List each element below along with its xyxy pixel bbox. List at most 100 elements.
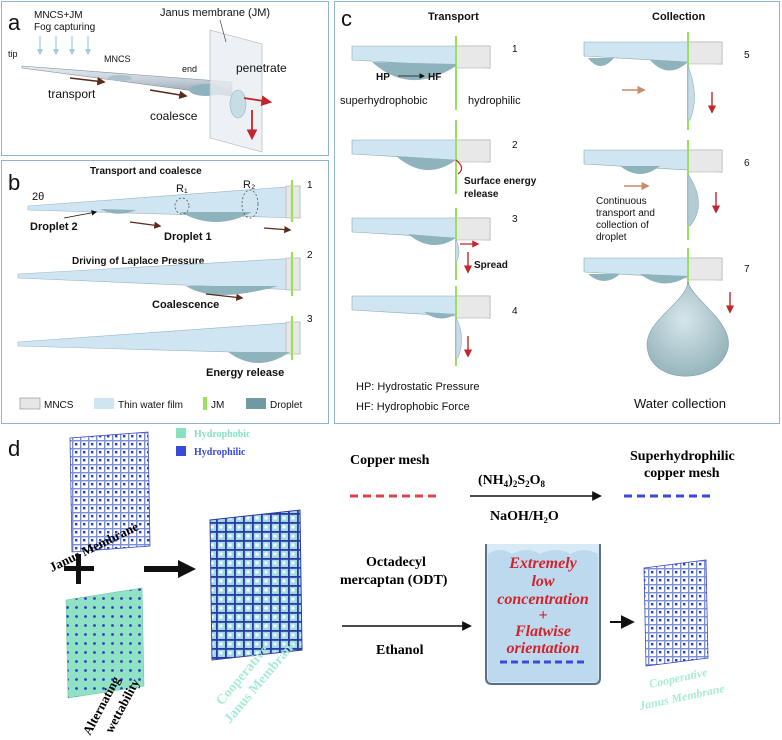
panel-d: d Hydrophobic Hydrophilic Janus Membrane… bbox=[8, 428, 735, 737]
transport-heading: Transport bbox=[428, 11, 479, 23]
hf-label: HF bbox=[428, 72, 441, 83]
continuous-line2: transport and bbox=[596, 208, 655, 219]
c-plate-1-end bbox=[455, 45, 491, 69]
energy-release-label: Energy release bbox=[206, 367, 284, 379]
reagent-top-part1: (NH bbox=[478, 473, 504, 488]
spread-label: Spread bbox=[474, 260, 508, 271]
beaker-text-5: Flatwise bbox=[514, 623, 571, 640]
reagent-top-sub3: 2 bbox=[525, 479, 530, 489]
step-2-label: 2 bbox=[307, 250, 313, 261]
collection-heading: Collection bbox=[652, 11, 705, 23]
droplet-2-shape bbox=[100, 209, 136, 214]
continuous-line1: Continuous bbox=[596, 196, 647, 207]
transport-arrow bbox=[69, 77, 106, 86]
superhydrophobic-label: superhydrophobic bbox=[340, 95, 428, 107]
hydrophilic-swatch bbox=[176, 446, 186, 456]
c-droplet-7b bbox=[640, 274, 688, 284]
c-step-3: 3 bbox=[512, 214, 518, 225]
water-collection-label: Water collection bbox=[634, 396, 726, 411]
superhydrophilic-line1: Superhydrophilic bbox=[630, 449, 735, 464]
panel-a-fog-title-line1: MNCS+JM bbox=[34, 10, 83, 21]
c-penetrate-4 bbox=[455, 316, 462, 359]
c-step-1: 1 bbox=[512, 44, 518, 55]
r1-circle bbox=[174, 197, 190, 215]
panel-c: c Transport Collection 1 HP HF superhydr… bbox=[340, 6, 750, 413]
continuous-line3: collection of bbox=[596, 220, 649, 231]
reagent-top: (NH4)2S2O8 bbox=[478, 473, 546, 489]
reagent-top-part3: S bbox=[517, 473, 525, 488]
hf-definition: HF: Hydrophobic Force bbox=[356, 401, 470, 413]
cooperative-membrane-small bbox=[643, 559, 709, 667]
c-penetrate-5 bbox=[687, 65, 695, 121]
ethanol-label: Ethanol bbox=[376, 643, 424, 658]
c-penetrate-3 bbox=[455, 239, 460, 263]
hp-definition: HP: Hydrostatic Pressure bbox=[356, 381, 479, 393]
legend-film: Thin water film bbox=[118, 400, 183, 411]
legend-mncs: MNCS bbox=[44, 400, 74, 411]
collected-water-drop bbox=[646, 281, 729, 377]
panel-b: b Transport and coalesce 2θ R₁ R₂ 1 Drop… bbox=[8, 166, 313, 411]
beaker-text-2: low bbox=[531, 573, 554, 590]
jm-label: Janus membrane (JM) bbox=[160, 7, 270, 19]
reagent-top-sub4: 8 bbox=[541, 479, 546, 489]
hp-label: HP bbox=[376, 72, 390, 83]
beaker-text-1: Extremely bbox=[508, 555, 577, 572]
c-droplet-4 bbox=[424, 312, 456, 319]
alternating-wettability-sheet bbox=[65, 587, 145, 699]
c-penetrate-6 bbox=[687, 173, 699, 227]
r2-label: R₂ bbox=[243, 179, 255, 191]
penetrate-arrow bbox=[243, 95, 273, 107]
droplet-2-label: Droplet 2 bbox=[30, 221, 78, 233]
hydrophilic-label: hydrophilic bbox=[468, 95, 521, 107]
surface-energy-line1: Surface energy bbox=[464, 176, 537, 187]
c-plate-2-end bbox=[455, 139, 491, 163]
penetrate-label: penetrate bbox=[236, 61, 287, 75]
reagent-top-part4: O bbox=[530, 473, 541, 488]
surface-energy-line2: release bbox=[464, 189, 499, 200]
panel-a: a MNCS+JM Fog capturing tip MNCS end Jan… bbox=[8, 7, 287, 153]
move-arrow bbox=[263, 225, 292, 234]
c-droplet-6 bbox=[620, 166, 660, 174]
r1-label: R₁ bbox=[176, 183, 188, 195]
laplace-label: Driving of Laplace Pressure bbox=[72, 256, 205, 267]
c-plate-6-end bbox=[687, 149, 723, 173]
hydrophilic-label: Hydrophilic bbox=[194, 447, 246, 458]
reagent-bottom: NaOH/H₂O bbox=[490, 509, 559, 524]
droplet-2-pointer bbox=[63, 210, 98, 219]
c-step-2: 2 bbox=[512, 140, 518, 151]
penetrating-droplet bbox=[229, 89, 247, 119]
panel-b-letter: b bbox=[8, 170, 20, 195]
c-droplet-2 bbox=[396, 156, 456, 171]
panel-a-fog-title-line2: Fog capturing bbox=[34, 22, 95, 33]
odt-line1: Octadecyl bbox=[366, 555, 426, 570]
odt-line2: mercaptan (ODT) bbox=[340, 573, 448, 588]
transport-label: transport bbox=[48, 87, 96, 101]
release-droplet bbox=[228, 352, 290, 363]
small-droplet bbox=[108, 75, 132, 81]
panel-b-title: Transport and coalesce bbox=[90, 166, 202, 177]
angle-label: 2θ bbox=[32, 191, 44, 203]
jm-pointer bbox=[219, 19, 227, 43]
c-plate-7-end bbox=[687, 257, 723, 281]
superhydrophilic-line2: copper mesh bbox=[644, 466, 720, 481]
mncs-label: MNCS bbox=[104, 54, 131, 64]
c-plate-3-end bbox=[455, 217, 491, 241]
step-1-label: 1 bbox=[307, 180, 313, 191]
panel-d-letter: d bbox=[8, 436, 20, 461]
copper-mesh-label: Copper mesh bbox=[350, 453, 430, 468]
hydrophobic-swatch bbox=[176, 428, 186, 438]
coalescing-droplet bbox=[186, 286, 278, 295]
combine-arrow bbox=[144, 560, 196, 578]
coalescence-arrow bbox=[205, 293, 244, 301]
r2-circle bbox=[241, 189, 259, 219]
droplet-1-shape bbox=[180, 212, 252, 222]
c-plate-4-end bbox=[455, 295, 491, 319]
beaker-liquid bbox=[488, 550, 598, 682]
reagent-top-sub2: 2 bbox=[513, 479, 518, 489]
c-step-5: 5 bbox=[744, 50, 750, 61]
droplet-1-label: Droplet 1 bbox=[164, 231, 212, 243]
coalescence-label: Coalescence bbox=[152, 299, 219, 311]
panel-a-letter: a bbox=[8, 10, 21, 35]
c-step-7: 7 bbox=[744, 264, 750, 275]
